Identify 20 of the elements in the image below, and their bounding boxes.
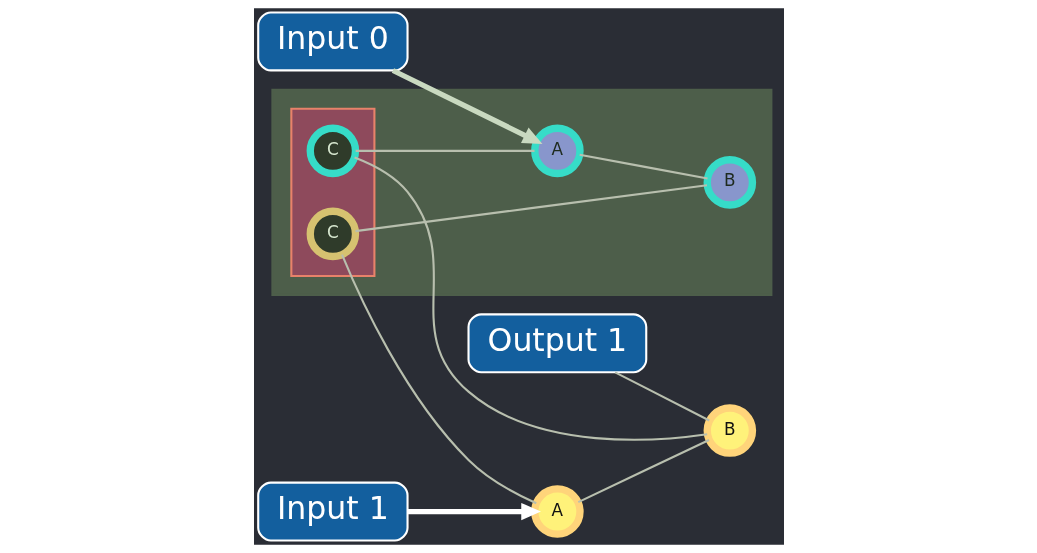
connector [354,184,707,233]
node-box: Input 1 [256,481,409,542]
node-box: Input 0 [256,11,409,72]
node-box: Output 1 [466,313,647,374]
arrow [407,502,541,521]
connector [340,254,537,505]
cluster [270,88,772,296]
connector [355,149,534,152]
arrow [391,68,542,145]
node-circle: B [703,156,756,209]
node-circle: A [530,485,584,538]
connector [353,156,707,441]
node-circle: A [530,124,584,178]
connector [578,153,708,180]
node-circle: C [306,124,359,178]
connector [577,439,709,504]
node-circle: B [703,404,756,457]
node-circle: C [306,207,359,261]
cluster [289,107,375,278]
connector [614,371,710,422]
